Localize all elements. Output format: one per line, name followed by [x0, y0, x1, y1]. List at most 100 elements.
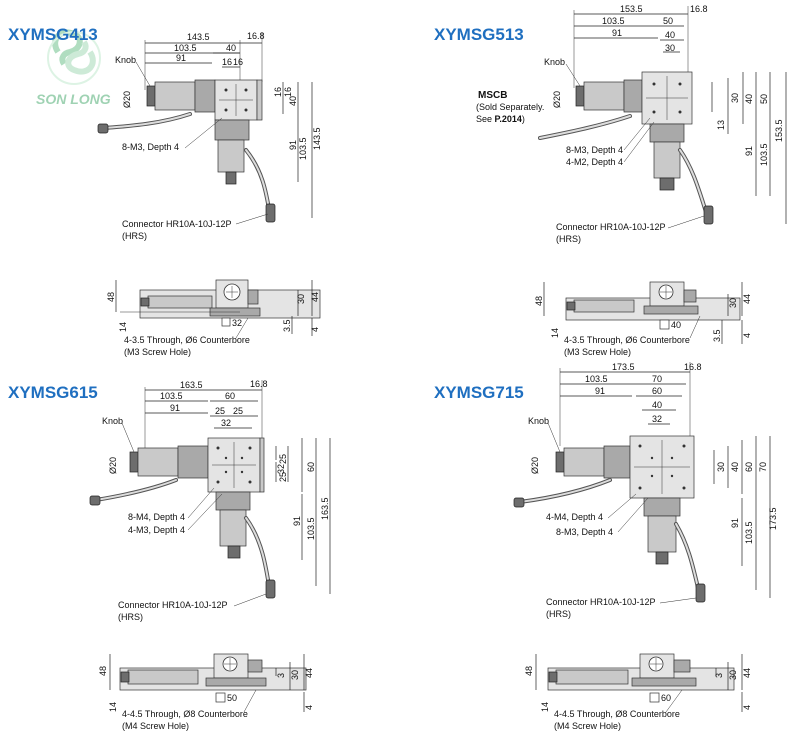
dim-label: 173.5 [768, 507, 778, 530]
dim-label: 25 [233, 406, 243, 416]
dim-label: 60 [306, 462, 316, 472]
tap-label-2: 4-M3, Depth 4 [128, 525, 185, 535]
dim-label: 48 [534, 296, 544, 306]
through-label: 4-4.5 Through, Ø8 Counterbore [122, 709, 248, 719]
top-view: 173.5 103.5 70 91 60 40 32 16.8 [513, 362, 778, 619]
dim-label: 32 [276, 464, 286, 474]
tap-label-2: 8-M3, Depth 4 [556, 527, 613, 537]
model-title: XYMSG715 [434, 383, 524, 402]
square-label: 32 [232, 318, 242, 328]
dim-label: 16.8 [250, 379, 268, 389]
dim-label: 14 [540, 702, 550, 712]
side-view: 48 3 30 44 14 4 60 4-4.5 Through, Ø8 Cou… [524, 653, 752, 731]
side-view: 48 30 44 14 3.5 4 32 4-3.5 Through, Ø6 C… [106, 279, 321, 357]
dim-label: 103.5 [744, 521, 754, 544]
dim-label: 30 [728, 298, 738, 308]
square-icon [659, 319, 670, 330]
dim-label: 40 [730, 462, 740, 472]
dim-label: 3.5 [712, 329, 722, 342]
knob-label: Knob [102, 416, 123, 426]
connector-sub-label: (HRS) [118, 612, 143, 622]
dim-label: 30 [296, 294, 306, 304]
dim-label: 40 [226, 43, 236, 53]
connector-label: Connector HR10A-10J-12P [546, 597, 656, 607]
dim-label: 48 [106, 292, 116, 302]
dim-label: 103.5 [160, 391, 183, 401]
logo-mark-icon [47, 29, 101, 85]
model-title: XYMSG615 [8, 383, 98, 402]
dim-label: 14 [108, 702, 118, 712]
dim-label: 103.5 [306, 517, 316, 540]
dim-label: 4 [310, 327, 320, 332]
screw-label: (M4 Screw Hole) [554, 721, 621, 731]
dim-label: 60 [225, 391, 235, 401]
dim-label: 103.5 [298, 137, 308, 160]
model-title: XYMSG513 [434, 25, 524, 44]
tap-label: 8-M3, Depth 4 [122, 142, 179, 152]
mscb-page-link[interactable]: P.2014 [495, 114, 522, 124]
dim-label: 25 [278, 472, 288, 482]
dim-label: 91 [292, 516, 302, 526]
model-xymsg615: XYMSG615 163.5 103.5 60 91 25 25 32 16.8 [8, 379, 331, 731]
model-xymsg715: XYMSG715 173.5 103.5 70 91 60 40 32 16.8 [434, 362, 778, 731]
dim-label: 103.5 [602, 16, 625, 26]
dim-label: 25 [215, 406, 225, 416]
dim-label: 25 [278, 454, 288, 464]
logo: SON LONG [36, 29, 111, 107]
dim-label: 103.5 [585, 374, 608, 384]
connector-sub-label: (HRS) [546, 609, 571, 619]
dim-label: 30 [290, 670, 300, 680]
mscb-close-label: ) [522, 114, 525, 124]
knob [146, 85, 156, 107]
square-icon [215, 692, 226, 703]
dim-label: 16 [233, 57, 243, 67]
dim-label: 30 [665, 43, 675, 53]
dim-label: 32 [221, 418, 231, 428]
dim-label: 32 [652, 414, 662, 424]
dim-label: 44 [742, 294, 752, 304]
dim-label: 91 [288, 140, 298, 150]
top-view: 143.5 103.5 91 40 16 16 16.8 [97, 31, 322, 241]
dim-label: 44 [310, 292, 320, 302]
dim-label: 14 [118, 322, 128, 332]
connector-label: Connector HR10A-10J-12P [118, 600, 228, 610]
model-title: XYMSG413 [8, 25, 98, 44]
dim-label: 40 [665, 30, 675, 40]
tap-label: 8-M3, Depth 4 [566, 145, 623, 155]
dim-label: 91 [170, 403, 180, 413]
dim-label: 44 [304, 668, 314, 678]
tap-label: 8-M4, Depth 4 [128, 512, 185, 522]
mscb-sub-label: (Sold Separately. [476, 102, 544, 112]
dim-label: 91 [744, 146, 754, 156]
tap-label: 4-M4, Depth 4 [546, 512, 603, 522]
dim-label: 91 [612, 28, 622, 38]
square-icon [221, 317, 231, 327]
model-xymsg413: XYMSG413 143.5 103.5 91 40 16 16 16.8 [8, 25, 322, 357]
connector-label: Connector HR10A-10J-12P [122, 219, 232, 229]
dim-label: 30 [716, 462, 726, 472]
dim-label: 50 [759, 94, 769, 104]
dim-label: 30 [728, 670, 738, 680]
square-label: 50 [227, 693, 237, 703]
dim-label: 3 [276, 673, 286, 678]
side-view: 48 3 30 44 14 4 50 4-4.5 Through, Ø8 Cou… [98, 653, 314, 731]
dim-label: 16 [222, 57, 232, 67]
dim-label: 70 [758, 462, 768, 472]
dim-label: 91 [595, 386, 605, 396]
knob-label: Knob [115, 55, 136, 65]
dim-label: 163.5 [320, 497, 330, 520]
dim-label: 48 [98, 666, 108, 676]
square-label: 40 [671, 320, 681, 330]
dim-label: 70 [652, 374, 662, 384]
dim-label: 50 [663, 16, 673, 26]
dim-label: 40 [744, 94, 754, 104]
dim-label: 3.5 [282, 319, 292, 332]
dim-label: 4 [742, 333, 752, 338]
dim-label: 143.5 [312, 127, 322, 150]
knob [129, 451, 139, 473]
through-label: 4-3.5 Through, Ø6 Counterbore [564, 335, 690, 345]
dim-label: 3 [714, 673, 724, 678]
dim-label: 60 [652, 386, 662, 396]
knob [575, 85, 585, 107]
